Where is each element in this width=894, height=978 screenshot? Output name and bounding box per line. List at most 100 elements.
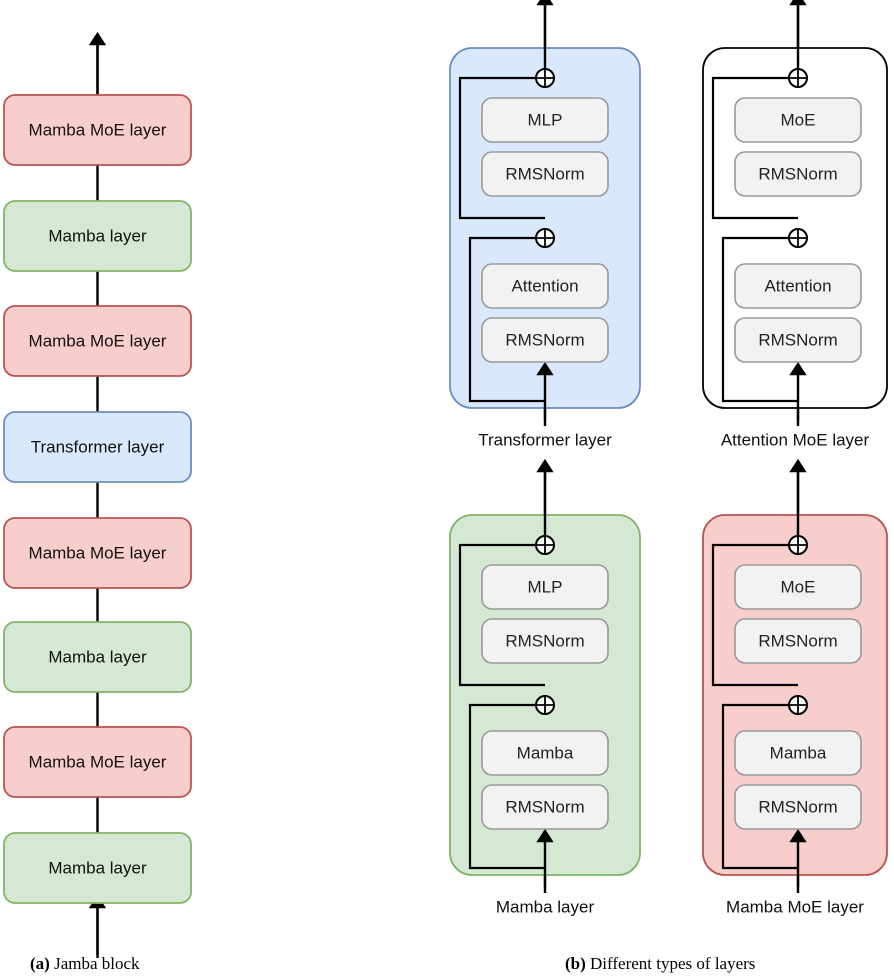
- caption-b-text: Different types of layers: [586, 954, 756, 973]
- svg-text:(a) Jamba block: (a) Jamba block: [30, 954, 140, 973]
- jamba-layer-rect: [3, 305, 192, 377]
- jamba-layer-rect: [3, 621, 192, 693]
- adder-top-oplus-icon: [535, 535, 555, 555]
- sublayer-rect: [734, 317, 862, 363]
- sublayer-rect: [481, 151, 609, 197]
- sublayer-label: RMSNorm: [505, 631, 584, 650]
- sublayer-rmsnorm-upper[interactable]: RMSNorm: [481, 618, 609, 664]
- jamba-layer-label: Mamba layer: [48, 858, 147, 877]
- caption-b: (b) Different types of layers: [565, 954, 755, 973]
- sublayer-label: RMSNorm: [758, 631, 837, 650]
- sublayer-rect: [481, 263, 609, 309]
- residual-skip-lower: [468, 236, 545, 403]
- sublayer-rect: [734, 151, 862, 197]
- caption-b-tag: (b): [565, 954, 586, 973]
- panel-title: Attention MoE layer: [721, 430, 870, 449]
- jamba-layer-label: Mamba MoE layer: [29, 120, 167, 139]
- residual-skip-lower: [468, 703, 545, 870]
- jamba-layer-rect: [3, 517, 192, 589]
- sublayer-rect: [481, 317, 609, 363]
- sublayer-label: RMSNorm: [758, 330, 837, 349]
- sublayer-label: Attention: [764, 276, 831, 295]
- jamba-layer-box-1[interactable]: Mamba layer: [3, 200, 192, 272]
- sublayer-rect: [734, 730, 862, 776]
- sublayer-label: RMSNorm: [505, 164, 584, 183]
- caption-a-text: Jamba block: [50, 954, 140, 973]
- jamba-layer-label: Transformer layer: [31, 437, 165, 456]
- caption-a-tag: (a): [30, 954, 50, 973]
- jamba-layer-label: Mamba layer: [48, 226, 147, 245]
- jamba-layer-box-6[interactable]: Mamba MoE layer: [3, 726, 192, 798]
- sublayer-attention[interactable]: Attention: [734, 263, 862, 309]
- residual-skip-upper: [711, 76, 798, 220]
- adder-top-oplus-icon: [788, 68, 808, 88]
- sublayer-mamba[interactable]: Mamba: [481, 730, 609, 776]
- residual-skip-upper: [458, 543, 545, 687]
- adder-top-oplus-icon: [788, 535, 808, 555]
- sublayer-mlp[interactable]: MLP: [481, 564, 609, 610]
- sublayer-moe[interactable]: MoE: [734, 97, 862, 143]
- sublayer-rect: [481, 97, 609, 143]
- sublayer-label: Mamba: [517, 743, 574, 762]
- sublayer-label: RMSNorm: [758, 164, 837, 183]
- jamba-layer-box-5[interactable]: Mamba layer: [3, 621, 192, 693]
- sublayer-label: MoE: [781, 577, 816, 596]
- caption-a: (a) Jamba block: [30, 954, 140, 973]
- adder-middle-oplus-icon: [788, 228, 808, 248]
- adder-middle-oplus-icon: [788, 695, 808, 715]
- panel-title: Mamba MoE layer: [726, 897, 864, 916]
- sublayer-rmsnorm-lower[interactable]: RMSNorm: [734, 317, 862, 363]
- adder-middle-oplus-icon: [535, 695, 555, 715]
- sublayer-label: RMSNorm: [758, 797, 837, 816]
- jamba-layer-box-7[interactable]: Mamba layer: [3, 832, 192, 904]
- residual-skip-lower: [721, 236, 798, 403]
- sublayer-label: Mamba: [770, 743, 827, 762]
- jamba-layer-rect: [3, 411, 192, 483]
- panel-transformer-layer[interactable]: MLP RMSNorm Attention RMSNorm Transforme…: [449, 0, 641, 449]
- sublayer-rect: [481, 618, 609, 664]
- jamba-layer-rect: [3, 94, 192, 166]
- residual-skip-upper: [711, 543, 798, 687]
- jamba-layer-label: Mamba MoE layer: [29, 331, 167, 350]
- sublayer-rect: [481, 730, 609, 776]
- sublayer-rmsnorm-lower[interactable]: RMSNorm: [481, 784, 609, 830]
- residual-skip-upper: [458, 76, 545, 220]
- panel-mamba-layer[interactable]: MLP RMSNorm Mamba RMSNorm Mamba layer: [449, 458, 641, 916]
- jamba-block-column: Mamba MoE layer Mamba layer Mamba MoE la…: [3, 31, 192, 958]
- sublayer-label: MLP: [528, 110, 563, 129]
- sublayer-label: RMSNorm: [505, 330, 584, 349]
- sublayer-label: MoE: [781, 110, 816, 129]
- jamba-layer-rect: [3, 832, 192, 904]
- panel-title: Mamba layer: [496, 897, 595, 916]
- panel-attention-moe-layer[interactable]: MoE RMSNorm Attention RMSNorm Attention …: [702, 0, 888, 449]
- svg-text:(b) Different types of layers: (b) Different types of layers: [565, 954, 755, 973]
- sublayer-rmsnorm-upper[interactable]: RMSNorm: [481, 151, 609, 197]
- sublayer-rect: [481, 784, 609, 830]
- sublayer-label: RMSNorm: [505, 797, 584, 816]
- sublayer-rmsnorm-upper[interactable]: RMSNorm: [734, 618, 862, 664]
- jamba-layer-box-4[interactable]: Mamba MoE layer: [3, 517, 192, 589]
- sublayer-rmsnorm-upper[interactable]: RMSNorm: [734, 151, 862, 197]
- panel-title: Transformer layer: [478, 430, 612, 449]
- sublayer-label: MLP: [528, 577, 563, 596]
- sublayer-rect: [734, 618, 862, 664]
- sublayer-rmsnorm-lower[interactable]: RMSNorm: [734, 784, 862, 830]
- jamba-layer-box-0[interactable]: Mamba MoE layer: [3, 94, 192, 166]
- sublayer-label: Attention: [511, 276, 578, 295]
- sublayer-rect: [734, 784, 862, 830]
- adder-top-oplus-icon: [535, 68, 555, 88]
- sublayer-attention[interactable]: Attention: [481, 263, 609, 309]
- panel-mamba-moe-layer[interactable]: MoE RMSNorm Mamba RMSNorm Mamba MoE laye…: [702, 458, 888, 916]
- sublayer-moe[interactable]: MoE: [734, 564, 862, 610]
- sublayer-mlp[interactable]: MLP: [481, 97, 609, 143]
- jamba-layer-box-2[interactable]: Mamba MoE layer: [3, 305, 192, 377]
- sublayer-rect: [734, 564, 862, 610]
- sublayer-rect: [734, 97, 862, 143]
- sublayer-rmsnorm-lower[interactable]: RMSNorm: [481, 317, 609, 363]
- jamba-layer-box-3[interactable]: Transformer layer: [3, 411, 192, 483]
- sublayer-mamba[interactable]: Mamba: [734, 730, 862, 776]
- jamba-layer-label: Mamba MoE layer: [29, 752, 167, 771]
- residual-skip-lower: [721, 703, 798, 870]
- sublayer-rect: [481, 564, 609, 610]
